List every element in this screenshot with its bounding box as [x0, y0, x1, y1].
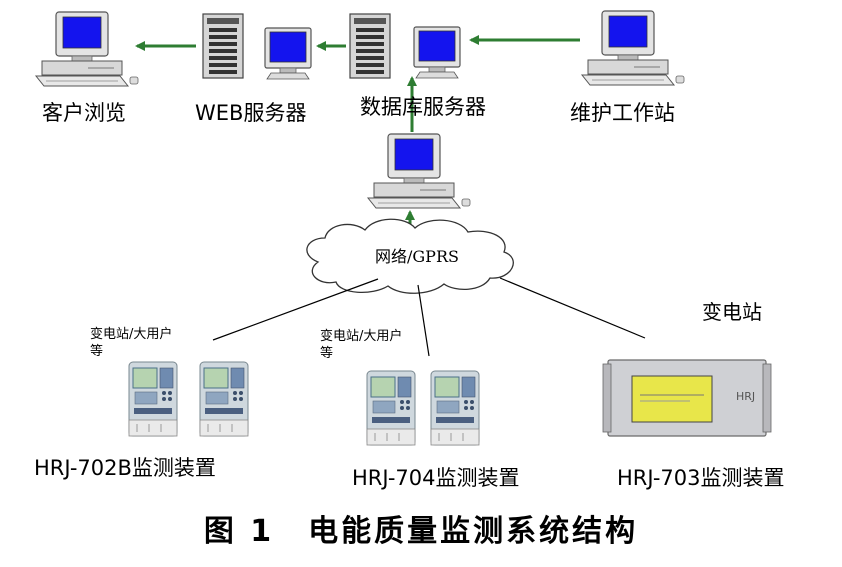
svg-text:HRJ: HRJ — [736, 390, 755, 403]
device-label-702b: HRJ-702B监测装置 — [34, 456, 216, 480]
network-label: 网络/GPRS — [375, 247, 459, 266]
meter-702b-a-icon — [128, 361, 178, 437]
figure-number: 图 1 — [203, 514, 275, 549]
meter-704-a-icon — [366, 370, 416, 446]
web-server-label: WEB服务器 — [195, 101, 307, 125]
meter-704-b-icon — [430, 370, 480, 446]
network-cloud-icon — [306, 218, 514, 294]
client-label: 客户浏览 — [42, 101, 126, 125]
db-server-monitor-icon — [413, 26, 461, 79]
web-server-monitor-icon — [264, 27, 312, 80]
device-label-704: HRJ-704监测装置 — [352, 466, 520, 490]
hrj-703-rack-icon: HRJ — [602, 359, 772, 437]
group-note-704: 变电站/大用户 等 — [320, 329, 403, 361]
link-to-703 — [499, 277, 646, 339]
gateway-computer-icon — [367, 133, 471, 209]
maintenance-label: 维护工作站 — [570, 101, 675, 125]
db-server-label: 数据库服务器 — [360, 95, 486, 119]
figure-caption: 图 1 电能质量监测系统结构 — [0, 506, 842, 550]
db-server-tower-icon — [349, 13, 391, 79]
substation-label: 变电站 — [702, 300, 762, 324]
client-computer-icon — [35, 11, 139, 87]
group-note-702b: 变电站/大用户 等 — [90, 327, 173, 359]
link-to-704 — [417, 284, 430, 357]
link-to-702b — [212, 278, 379, 341]
device-label-703: HRJ-703监测装置 — [617, 466, 785, 490]
meter-702b-b-icon — [199, 361, 249, 437]
maintenance-computer-icon — [581, 10, 685, 86]
web-server-tower-icon — [202, 13, 244, 79]
figure-title: 电能质量监测系统结构 — [308, 514, 639, 549]
